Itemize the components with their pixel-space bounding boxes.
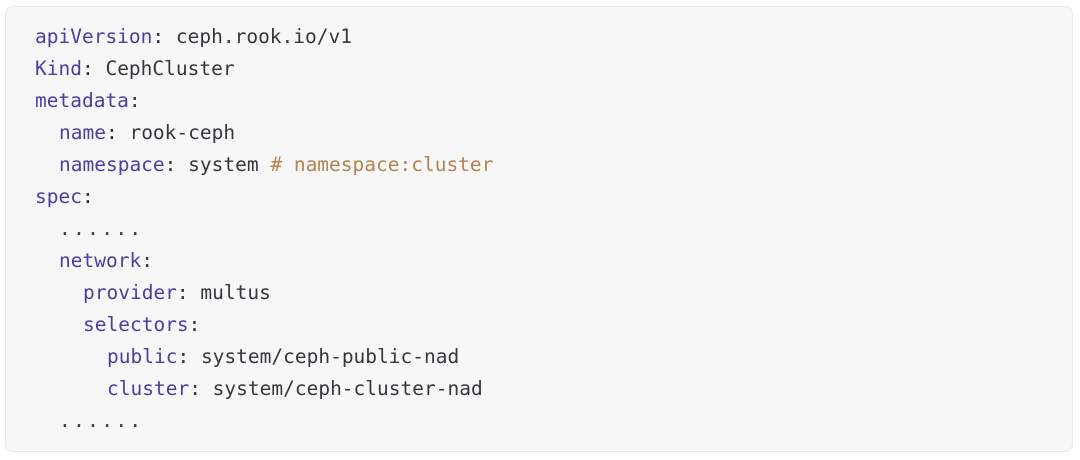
code-token-key: spec xyxy=(35,185,82,208)
code-token-punct: : xyxy=(188,313,201,336)
code-token-key: selectors xyxy=(83,313,189,336)
code-line: ...... xyxy=(6,213,1072,245)
code-token-key: apiVersion xyxy=(35,25,153,48)
code-token-key: metadata xyxy=(35,89,129,112)
code-line: provider: multus xyxy=(6,277,1072,309)
code-token-punct: : xyxy=(105,121,130,144)
code-token-key: Kind xyxy=(35,57,82,80)
code-line: namespace: system # namespace:cluster xyxy=(6,149,1072,181)
code-token-key: public xyxy=(107,345,178,368)
code-token-punct: : xyxy=(128,89,141,112)
code-token-value: multus xyxy=(200,281,271,304)
code-token-ellipsis: ...... xyxy=(59,409,144,432)
code-token-key: namespace xyxy=(59,153,165,176)
code-token-punct: : xyxy=(81,185,94,208)
code-token-value: system xyxy=(188,153,271,176)
code-token-ellipsis: ...... xyxy=(59,217,144,240)
code-line: public: system/ceph-public-nad xyxy=(6,341,1072,373)
code-token-key: network xyxy=(59,249,142,272)
code-token-comment: # namespace:cluster xyxy=(270,153,494,176)
code-token-value: system/ceph-public-nad xyxy=(200,345,460,368)
code-line: spec: xyxy=(6,181,1072,213)
code-token-value: ceph.rook.io/v1 xyxy=(175,25,352,48)
code-token-punct: : xyxy=(177,345,201,368)
code-line: metadata: xyxy=(6,85,1072,117)
code-line: apiVersion: ceph.rook.io/v1 xyxy=(6,21,1072,53)
code-line: Kind: CephCluster xyxy=(6,53,1072,85)
code-token-key: name xyxy=(59,121,106,144)
code-line: cluster: system/ceph-cluster-nad xyxy=(6,373,1072,405)
code-token-punct: : xyxy=(176,281,201,304)
code-token-punct: : xyxy=(189,377,213,400)
code-token-punct: : xyxy=(141,249,153,272)
code-token-key: provider xyxy=(83,281,177,304)
code-token-value: system/ceph-cluster-nad xyxy=(212,377,483,400)
code-token-punct: : xyxy=(164,153,189,176)
code-token-key: cluster xyxy=(107,377,190,400)
code-token-value: CephCluster xyxy=(105,57,235,80)
code-token-punct: : xyxy=(81,57,106,80)
code-token-value: rook-ceph xyxy=(129,121,236,144)
code-line: name: rook-ceph xyxy=(6,117,1072,149)
code-line: selectors: xyxy=(6,309,1072,341)
code-line: network: xyxy=(6,245,1072,277)
code-token-punct: : xyxy=(152,25,176,48)
code-line: ...... xyxy=(6,405,1072,437)
